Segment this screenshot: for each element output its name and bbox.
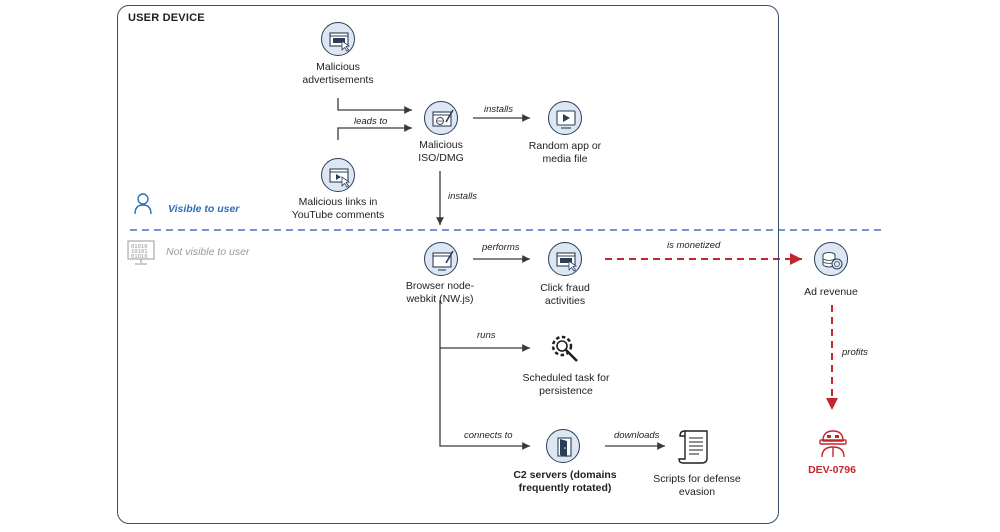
runs-label: runs — [477, 330, 496, 341]
scripts-label: Scripts for defense evasion — [642, 473, 752, 499]
installs-label-1: installs — [484, 104, 514, 115]
binary-monitor-icon: 01010 10101 01010 — [127, 240, 155, 265]
person-icon — [134, 193, 152, 215]
video-link-cursor-icon — [321, 158, 355, 192]
svg-text:01010: 01010 — [131, 254, 148, 260]
door-exit-icon — [546, 429, 580, 463]
click-fraud-text: Click fraud activities — [540, 282, 590, 307]
leads-to-label: leads to — [354, 116, 388, 127]
installs-label-2: installs — [448, 191, 478, 202]
links-connector — [337, 124, 412, 140]
scheduled-task-label: Scheduled task for persistence — [510, 372, 622, 398]
connects-arrow — [439, 348, 530, 450]
downloads-label: downloads — [614, 430, 660, 441]
gear-search-icon — [551, 335, 578, 362]
container-title: USER DEVICE — [128, 12, 205, 24]
browser-ad-cursor-icon — [321, 22, 355, 56]
connects-to-label: connects to — [464, 430, 513, 441]
random-app-label: Random app or media file — [515, 140, 615, 166]
iso-dmg-text: Malicious ISO/DMG — [418, 139, 464, 164]
ad-revenue-label: Ad revenue — [804, 286, 858, 298]
scroll-icon — [678, 430, 708, 464]
iso-dmg-label: Malicious ISO/DMG — [395, 139, 487, 165]
hacker-icon — [819, 430, 847, 458]
browser-label: Browser node- webkit (NW.js) — [390, 280, 490, 306]
malicious-ads-text: Malicious advertisements — [302, 61, 374, 86]
profits-label: profits — [842, 347, 868, 358]
visible-zone-label: Visible to user — [168, 203, 240, 215]
scripts-text: Scripts for defense evasion — [653, 473, 741, 498]
c2-text: C2 servers (domains frequently rotated) — [513, 469, 617, 494]
is-monetized-label: is monetized — [667, 240, 721, 251]
dev-0796-label: DEV-0796 — [808, 464, 856, 476]
malicious-links-label: Malicious links in YouTube comments — [273, 196, 403, 222]
svg-text:01010: 01010 — [131, 244, 148, 250]
browser-window-icon — [424, 242, 458, 276]
ad-click-icon — [548, 242, 582, 276]
performs-label: performs — [482, 242, 520, 253]
svg-text:10101: 10101 — [131, 249, 148, 255]
click-fraud-label: Click fraud activities — [515, 282, 615, 308]
malicious-links-text: Malicious links in YouTube comments — [291, 196, 385, 221]
coins-icon — [814, 242, 848, 276]
c2-label: C2 servers (domains frequently rotated) — [495, 469, 635, 495]
play-icon — [548, 101, 582, 135]
globe-window-icon — [424, 101, 458, 135]
browser-text: Browser node- webkit (NW.js) — [405, 280, 475, 305]
scheduled-task-text: Scheduled task for persistence — [522, 372, 610, 397]
ads-connector — [337, 98, 412, 114]
malicious-ads-label: Malicious advertisements — [278, 61, 398, 87]
user-device-container — [117, 5, 779, 524]
not-visible-zone-label: Not visible to user — [166, 246, 250, 258]
random-app-text: Random app or media file — [528, 140, 602, 165]
